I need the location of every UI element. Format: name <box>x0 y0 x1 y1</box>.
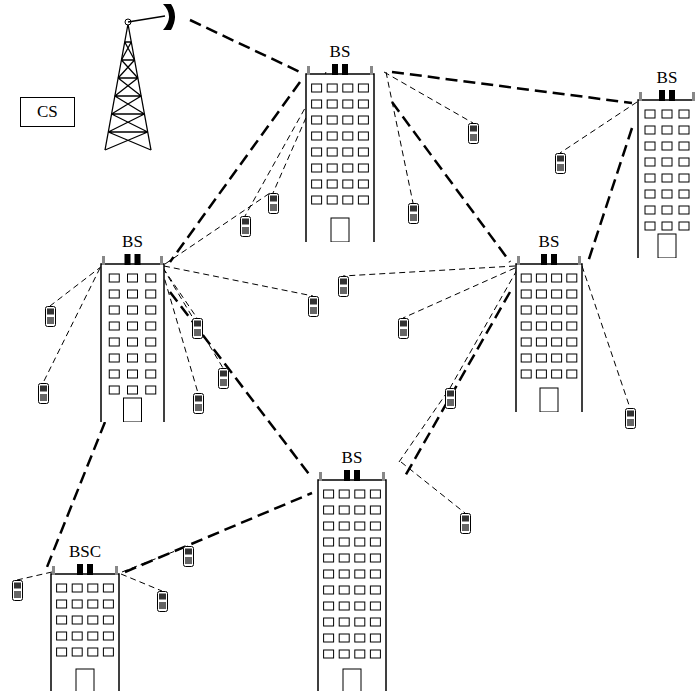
building <box>300 42 392 242</box>
station-name: BS <box>95 232 170 252</box>
base-station: BS <box>95 232 170 422</box>
station-label: CS <box>20 97 75 127</box>
station-name: BS <box>632 68 695 88</box>
base-station: BS <box>632 68 695 258</box>
building <box>510 232 588 412</box>
backhaul-link <box>392 72 632 103</box>
base-station: BS <box>510 232 588 412</box>
backhaul-link <box>190 20 300 72</box>
building <box>45 542 125 691</box>
control-station: CS <box>15 2 190 152</box>
backhaul-link <box>588 128 632 262</box>
base-station: BSC <box>45 542 125 691</box>
backhaul-link <box>404 292 510 478</box>
station-name: BSC <box>45 542 125 562</box>
base-station: BS <box>312 448 404 691</box>
radio-tower <box>15 2 190 152</box>
building <box>632 68 695 258</box>
station-name: BS <box>510 232 588 252</box>
radio-link <box>17 72 637 591</box>
station-name: BS <box>300 42 380 62</box>
backhaul-link <box>170 82 300 262</box>
building <box>312 448 404 691</box>
station-name: BS <box>312 448 392 468</box>
building <box>95 232 170 422</box>
base-station: BS <box>300 42 392 242</box>
backhaul-link <box>170 292 312 478</box>
backhaul-link <box>392 102 510 262</box>
